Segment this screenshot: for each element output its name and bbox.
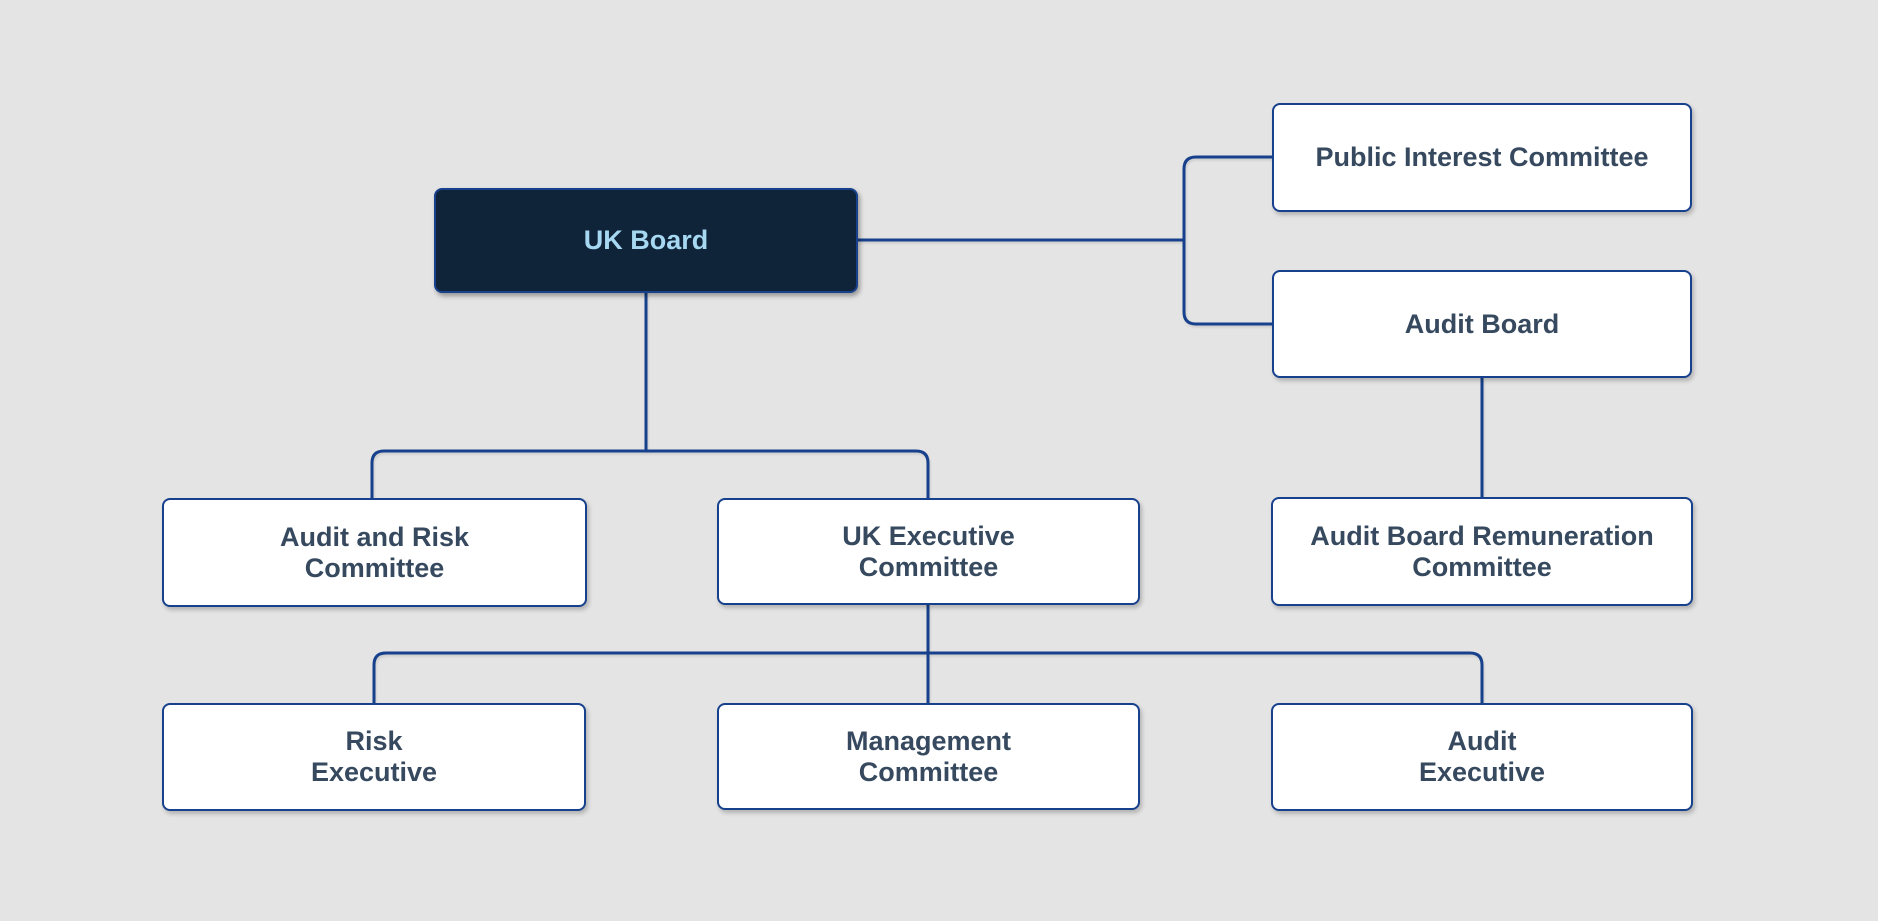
edge-uk-board-to-lower-branch	[370, 293, 930, 498]
edge-uk-exec-to-bottom-branch	[372, 651, 1484, 703]
node-audit-board: Audit Board	[1272, 270, 1692, 378]
node-uk-executive-committee: UK Executive Committee	[717, 498, 1140, 605]
node-management-committee: Management Committee	[717, 703, 1140, 810]
node-audit-executive-label: Audit Executive	[1418, 726, 1546, 787]
node-uk-board: UK Board	[434, 188, 858, 293]
edge-uk-board-to-right-bracket	[858, 155, 1272, 326]
node-uk-board-label: UK Board	[583, 225, 709, 255]
node-audit-and-risk-committee: Audit and Risk Committee	[162, 498, 587, 607]
node-audit-board-remuneration-committee-label: Audit Board Remuneration Committee	[1310, 520, 1654, 582]
node-audit-and-risk-committee-label: Audit and Risk Committee	[279, 521, 469, 583]
node-uk-executive-committee-label: UK Executive Committee	[842, 520, 1015, 582]
node-public-interest-committee-label: Public Interest Committee	[1315, 142, 1649, 172]
node-audit-board-remuneration-committee: Audit Board Remuneration Committee	[1271, 497, 1693, 606]
node-public-interest-committee: Public Interest Committee	[1272, 103, 1692, 212]
node-management-committee-label: Management Committee	[845, 725, 1012, 787]
node-risk-executive-label: Risk Executive	[310, 726, 438, 787]
node-audit-executive: Audit Executive	[1271, 703, 1693, 811]
node-risk-executive: Risk Executive	[162, 703, 586, 811]
node-audit-board-label: Audit Board	[1404, 308, 1560, 339]
